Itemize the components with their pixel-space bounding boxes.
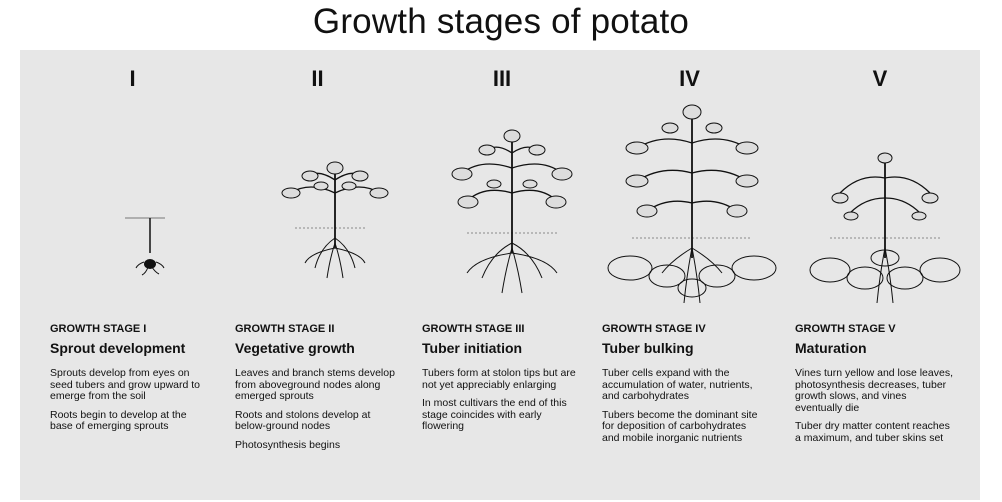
description-paragraph: Roots and stolons develop at below-groun…: [235, 410, 395, 433]
stage-2: II GROWTH STAGE II Vegetative growth: [225, 50, 410, 500]
stage-description: Vines turn yellow and lose leaves, photo…: [795, 368, 955, 452]
diagram-panel: I GROWTH STAGE I Sprout development Spro…: [20, 50, 980, 500]
stage-label: GROWTH STAGE II: [235, 323, 334, 335]
stage-numeral: II: [225, 66, 410, 92]
stage-description: Tuber cells expand with the accumulation…: [602, 368, 762, 452]
description-paragraph: Photosynthesis begins: [235, 440, 395, 452]
description-paragraph: Leaves and branch stems develop from abo…: [235, 368, 395, 403]
stage-label: GROWTH STAGE III: [422, 323, 524, 335]
stage-description: Tubers form at stolon tips but are not y…: [422, 368, 582, 440]
stage-name: Sprout development: [50, 340, 185, 356]
description-paragraph: Sprouts develop from eyes on seed tubers…: [50, 368, 210, 403]
description-paragraph: Roots begin to develop at the base of em…: [50, 410, 210, 433]
stage-name: Vegetative growth: [235, 340, 355, 356]
stage-numeral: IV: [592, 66, 787, 92]
plant-illustration-vegetative: [225, 98, 410, 318]
stage-label: GROWTH STAGE IV: [602, 323, 706, 335]
plant-illustration-tuber-initiation: [412, 98, 592, 318]
plant-illustration-maturation: [785, 98, 975, 318]
plant-illustration-tuber-bulking: [592, 98, 787, 318]
description-paragraph: Vines turn yellow and lose leaves, photo…: [795, 368, 955, 414]
plant-illustration-sprout: [40, 98, 225, 318]
stage-name: Tuber bulking: [602, 340, 694, 356]
description-paragraph: In most cultivars the end of this stage …: [422, 398, 582, 433]
stage-name: Maturation: [795, 340, 867, 356]
description-paragraph: Tubers form at stolon tips but are not y…: [422, 368, 582, 391]
description-paragraph: Tuber dry matter content reaches a maxim…: [795, 421, 955, 444]
description-paragraph: Tubers become the dominant site for depo…: [602, 410, 762, 445]
stage-4: IV: [592, 50, 787, 500]
stage-3: III GROWTH STAGE III: [412, 50, 592, 500]
stage-label: GROWTH STAGE V: [795, 323, 896, 335]
stage-description: Leaves and branch stems develop from abo…: [235, 368, 395, 459]
stage-numeral: I: [40, 66, 225, 92]
description-paragraph: Tuber cells expand with the accumulation…: [602, 368, 762, 403]
stage-label: GROWTH STAGE I: [50, 323, 146, 335]
stage-1: I GROWTH STAGE I Sprout development Spro…: [40, 50, 225, 500]
stage-5: V: [785, 50, 975, 500]
stage-numeral: III: [412, 66, 592, 92]
stage-name: Tuber initiation: [422, 340, 522, 356]
stage-numeral: V: [785, 66, 975, 92]
stage-description: Sprouts develop from eyes on seed tubers…: [50, 368, 210, 440]
page-title: Growth stages of potato: [0, 2, 1002, 42]
